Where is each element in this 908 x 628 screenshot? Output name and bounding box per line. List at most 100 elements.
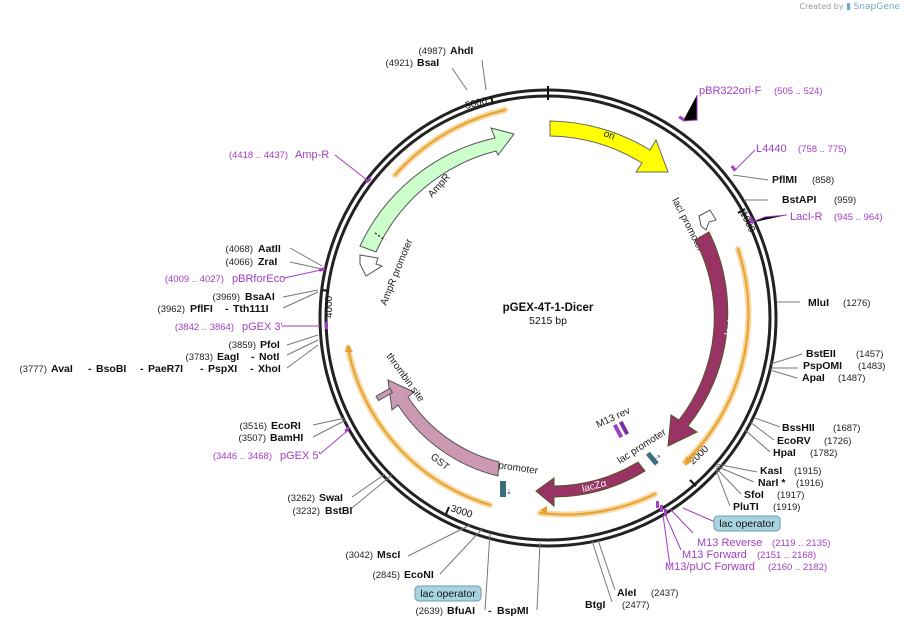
feature-lacI[interactable] bbox=[667, 231, 729, 447]
enzyme-ApaI[interactable]: ApaI bbox=[802, 372, 825, 384]
orf-arc-lacI-core bbox=[684, 248, 750, 463]
enzyme-BsaI[interactable]: BsaI bbox=[417, 57, 439, 69]
lac-operator-box-2[interactable]: lac operator bbox=[414, 585, 482, 602]
feature-AmpR-promoter[interactable] bbox=[359, 254, 384, 277]
enzyme-BamHI[interactable]: BamHI bbox=[270, 432, 303, 444]
feature-thrombin-site[interactable] bbox=[375, 387, 394, 402]
feature-lacI-label: lacI bbox=[723, 319, 737, 337]
enzyme-BstAPI[interactable]: BstAPI bbox=[782, 194, 817, 206]
enzyme-PaeR7I[interactable]: PaeR7I bbox=[148, 363, 183, 375]
primer-M13-Forward[interactable]: M13 Forward bbox=[682, 549, 747, 561]
primer-M13-pUC-Forward[interactable]: M13/pUC Forward bbox=[665, 561, 755, 573]
enzyme-Tth111I[interactable]: Tth111I bbox=[233, 303, 269, 315]
lac-operator-box-1[interactable]: lac operator bbox=[713, 515, 781, 532]
enzyme-PspXI[interactable]: PspXI bbox=[208, 363, 237, 375]
primer-M13-Reverse[interactable]: M13 Reverse bbox=[697, 537, 762, 549]
enzyme-SwaI[interactable]: SwaI bbox=[319, 492, 343, 504]
enzyme-BstAPI-pos: (959) bbox=[834, 195, 856, 206]
feature-tac-promoter[interactable] bbox=[500, 481, 506, 497]
feature-lac-promoter[interactable] bbox=[645, 451, 659, 466]
enzyme-MluI[interactable]: MluI bbox=[808, 297, 829, 309]
enzyme-NarI[interactable]: NarI * bbox=[758, 477, 786, 489]
enzyme-BstEII[interactable]: BstEII bbox=[806, 348, 836, 360]
feature-lacI-promoter[interactable] bbox=[698, 209, 717, 231]
enzyme-BsaAI-pos: (3969) bbox=[213, 292, 240, 303]
snapgene-credit: Created by ▮ SnapGene bbox=[800, 2, 900, 12]
enzyme-KasI[interactable]: KasI bbox=[760, 465, 782, 477]
tick-2000-mark bbox=[689, 479, 697, 487]
enzyme-BsaAI[interactable]: BsaAI bbox=[245, 291, 275, 303]
enzyme-EcoRI[interactable]: EcoRI bbox=[271, 420, 301, 432]
orf-arcs bbox=[345, 107, 752, 518]
primer-LacI-R[interactable]: LacI-R bbox=[790, 211, 822, 223]
enzyme-AleI[interactable]: AleI bbox=[617, 587, 636, 599]
feature-lacZa[interactable] bbox=[535, 461, 646, 508]
enzyme-AatII[interactable]: AatII bbox=[258, 243, 281, 255]
primer-M13-Reverse-pos: (2119 .. 2135) bbox=[772, 538, 830, 549]
enzyme-EagI[interactable]: EagI bbox=[217, 351, 239, 363]
enzyme-XhoI[interactable]: XhoI bbox=[258, 363, 281, 375]
feature-AmpR[interactable] bbox=[359, 127, 515, 253]
enzyme-NotI[interactable]: NotI bbox=[259, 351, 279, 363]
primer-pBRforEco[interactable]: pBRforEco bbox=[232, 273, 285, 285]
primer-glyphs bbox=[318, 115, 755, 516]
enzyme-EcoRV[interactable]: EcoRV bbox=[777, 435, 811, 447]
enzyme-PflFI[interactable]: PflFI bbox=[190, 303, 213, 315]
enzyme-AhdI[interactable]: AhdI bbox=[450, 45, 473, 57]
feature-ori[interactable] bbox=[549, 120, 669, 173]
enzyme-EcoNI[interactable]: EcoNI bbox=[404, 569, 434, 581]
credit-prefix: Created by bbox=[799, 2, 844, 11]
enzyme-BssHII[interactable]: BssHII bbox=[782, 422, 815, 434]
tick-label-4000: 4000 bbox=[324, 295, 335, 318]
enzyme-PluTI[interactable]: PluTI bbox=[733, 501, 759, 513]
tick-label-5000: 5000 bbox=[464, 96, 489, 112]
primer-Amp-R[interactable]: Amp-R bbox=[295, 149, 329, 161]
primer-L4440[interactable]: L4440 bbox=[756, 143, 787, 155]
enzyme-XhoI-sep: - bbox=[250, 363, 254, 375]
credit-brand: SnapGene bbox=[853, 2, 900, 12]
enzyme-NarI-pos: (1916) bbox=[796, 478, 823, 489]
enzyme-BstBI[interactable]: BstBI bbox=[325, 505, 353, 517]
enzyme-AhdI-pos: (4987) bbox=[419, 46, 446, 57]
enzyme-PfoI[interactable]: PfoI bbox=[260, 339, 280, 351]
enzyme-ZraI[interactable]: ZraI bbox=[258, 256, 277, 268]
orf-arc-lacZ-core bbox=[539, 493, 656, 516]
lac-operator-1-label: lac operator bbox=[719, 518, 775, 530]
primer-Amp-R-pos: (4418 .. 4437) bbox=[229, 150, 288, 161]
feature-M13-rev[interactable] bbox=[612, 423, 624, 439]
enzyme-Tth111I-sep: - bbox=[225, 303, 229, 315]
feature-M13-rev-2[interactable] bbox=[618, 420, 630, 436]
enzyme-PflMI[interactable]: PflMI bbox=[772, 174, 797, 186]
lac-operator-2-label: lac operator bbox=[420, 588, 476, 600]
enzyme-AatII-pos: (4068) bbox=[226, 244, 253, 255]
enzyme-AvaI[interactable]: AvaI bbox=[51, 363, 73, 375]
enzyme-HpaI-pos: (1782) bbox=[810, 448, 837, 459]
enzyme-EcoNI-pos: (2845) bbox=[373, 570, 400, 581]
primer-M13-Forward-pos: (2151 .. 2168) bbox=[757, 550, 816, 561]
enzyme-ApaI-pos: (1487) bbox=[838, 373, 865, 384]
enzyme-BspMI[interactable]: BspMI bbox=[497, 605, 529, 617]
primer-pBR322ori-F[interactable]: pBR322ori-F bbox=[699, 85, 762, 97]
feature-tac-promoter-arrow-icon: ⇣ bbox=[506, 488, 512, 496]
tick-5000-mark bbox=[490, 96, 494, 105]
feature-lac-promoter-label: lac promoter bbox=[616, 427, 669, 467]
enzyme-MscI-pos: (3042) bbox=[346, 550, 373, 561]
enzyme-BsoBI[interactable]: BsoBI bbox=[96, 363, 126, 375]
enzyme-BtgI[interactable]: BtgI bbox=[585, 599, 605, 611]
enzyme-SfoI[interactable]: SfoI bbox=[744, 489, 764, 501]
enzyme-MscI[interactable]: MscI bbox=[377, 549, 400, 561]
enzyme-HpaI[interactable]: HpaI bbox=[773, 447, 796, 459]
orf-arc-AmpR-core bbox=[394, 109, 506, 176]
enzyme-BsaI-pos: (4921) bbox=[386, 58, 413, 69]
primer-pBR322ori-F-pos: (505 .. 524) bbox=[774, 86, 823, 97]
primer-pGEX-3[interactable]: pGEX 3' bbox=[242, 321, 283, 333]
enzyme-BfuAI[interactable]: BfuAI bbox=[447, 605, 475, 617]
feature-GST[interactable] bbox=[387, 379, 500, 477]
tick-4000-mark bbox=[321, 289, 330, 292]
primer-pGEX-5[interactable]: pGEX 5' bbox=[280, 450, 321, 462]
orf-arrow-GST bbox=[345, 344, 353, 352]
enzyme-NotI-sep: - bbox=[251, 351, 255, 363]
enzyme-PspOMI[interactable]: PspOMI bbox=[803, 360, 842, 372]
primer-pBRforEco-pos: (4009 .. 4027) bbox=[165, 274, 224, 285]
